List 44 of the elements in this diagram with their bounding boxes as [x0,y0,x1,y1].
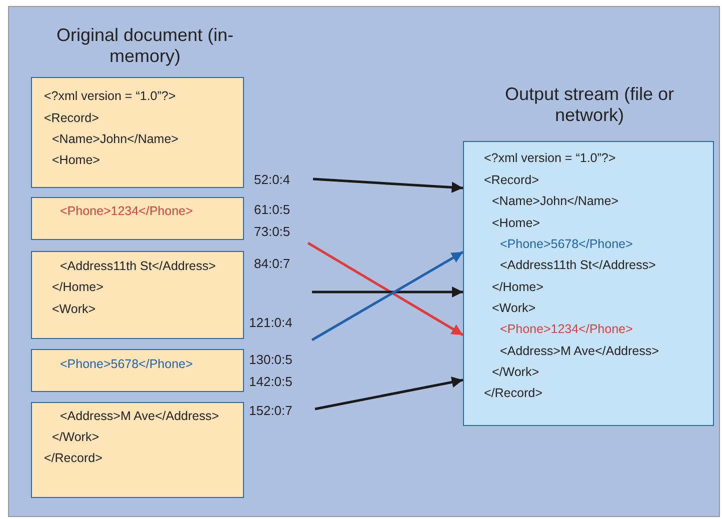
byte-offset-label: 130:0:5 [249,352,292,367]
arrow [311,250,464,342]
arrow [307,242,464,336]
byte-offset-label: 52:0:4 [254,172,290,187]
xml-line: <Phone>5678</Phone> [500,236,633,252]
xml-line: <Address>M Ave</Address> [60,408,219,424]
xml-line: <?xml version = “1.0”?> [484,150,616,166]
xml-line: <Phone>1234</Phone> [500,321,633,337]
xml-line: <Name>John</Name> [52,131,178,147]
arrow [314,376,464,410]
xml-line: <Name>John</Name> [492,193,618,209]
byte-offset-label: 152:0:7 [249,403,292,418]
xml-line: </Work> [52,429,100,445]
xml-line: <Record> [44,110,99,126]
byte-offset-label: 142:0:5 [249,374,292,389]
document-fragment-box [31,251,244,339]
xml-line: <Address11th St</Address> [500,257,656,273]
xml-line: </Home> [52,279,104,295]
xml-line: </Record> [44,450,102,466]
document-fragment-box [31,349,244,392]
xml-line: </Record> [484,385,542,401]
byte-offset-label: 84:0:7 [254,256,290,271]
xml-line: <Address>M Ave</Address> [500,343,659,359]
xml-line: <Work> [492,300,536,316]
xml-line: <Work> [52,301,96,317]
document-fragment-box [31,77,244,188]
document-fragment-box [31,402,244,498]
xml-line: </Work> [492,364,540,380]
xml-line: </Home> [492,279,544,295]
byte-offset-label: 61:0:5 [254,202,290,217]
section-heading: Original document (in-memory) [55,25,235,67]
xml-line: <Record> [484,172,539,188]
byte-offset-label: 121:0:4 [249,315,292,330]
xml-line: <Phone>1234</Phone> [60,203,193,219]
xml-line: <Home> [492,215,540,231]
xml-line: <Address11th St</Address> [60,258,216,274]
document-fragment-box [31,197,244,240]
xml-line: <Home> [52,152,100,168]
xml-line: <Phone>5678</Phone> [60,356,193,372]
xml-line: <?xml version = “1.0”?> [44,88,176,104]
byte-offset-label: 73:0:5 [254,224,290,239]
arrow [312,286,463,298]
section-heading: Output stream (file or network) [504,84,675,126]
arrow [312,178,464,193]
